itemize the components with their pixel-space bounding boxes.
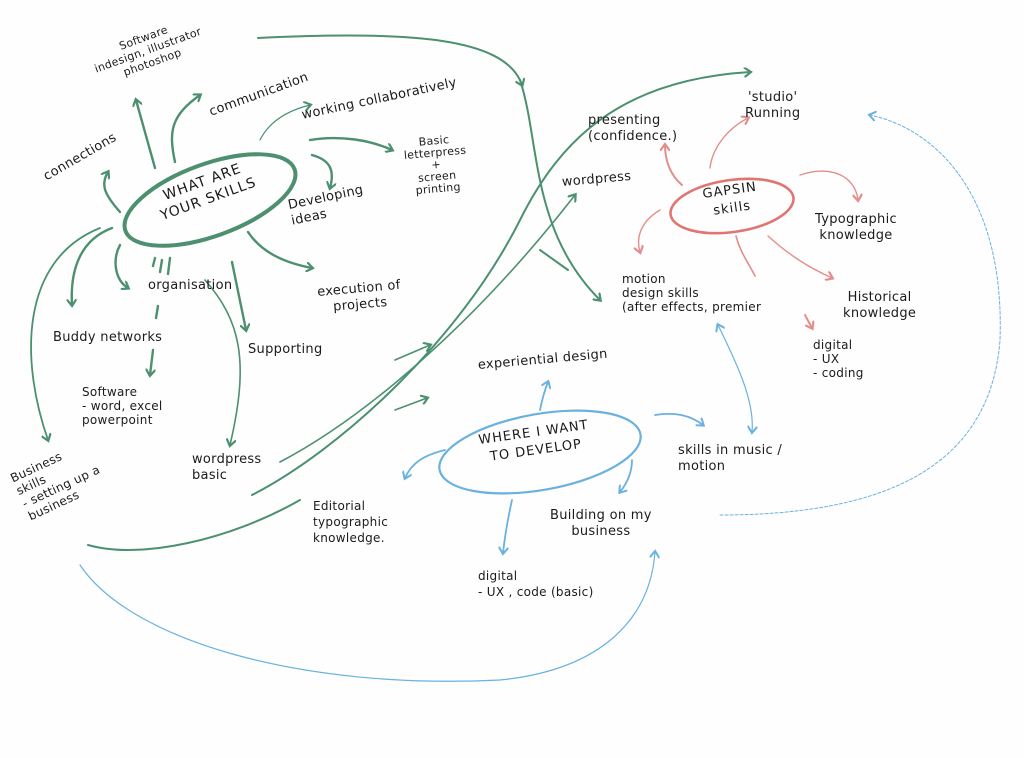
- skills-hub-outline: [122, 152, 298, 248]
- node-digital-develop: digital - UX , code (basic): [478, 569, 594, 599]
- node-building-business: Building on my business: [550, 508, 652, 539]
- develop-hub-outline: [438, 409, 642, 495]
- node-buddy-networks: Buddy networks: [53, 330, 163, 345]
- node-historical: Historical knowledge: [843, 290, 917, 321]
- node-music-motion: skills in music / motion: [678, 443, 783, 474]
- gaps-hub-outline: [669, 177, 795, 235]
- node-supporting: Supporting: [248, 342, 323, 357]
- gaps-arrows: [639, 118, 858, 328]
- node-digital-gap: digital - UX - coding: [813, 338, 864, 380]
- node-editorial: Editorial typographic knowledge.: [313, 499, 389, 545]
- develop-arrows: [79, 115, 1001, 682]
- skills-arrows: [30, 34, 750, 551]
- node-motion-design: motion design skills (after effects, pre…: [622, 272, 762, 314]
- node-organisation: organisation: [148, 278, 233, 293]
- node-typographic: Typographic knowledge: [815, 212, 897, 243]
- node-studio-running: 'studio' Running: [745, 90, 801, 121]
- node-software-office: Software - word, excel powerpoint: [82, 385, 163, 427]
- node-letterpress: Basic letterpress + screen printing: [403, 133, 467, 198]
- node-wordpress-basic: wordpress basic: [192, 452, 262, 483]
- node-presenting: presenting (confidence.): [588, 113, 678, 144]
- gaps-hub-label: GAPSIN skills: [701, 179, 758, 219]
